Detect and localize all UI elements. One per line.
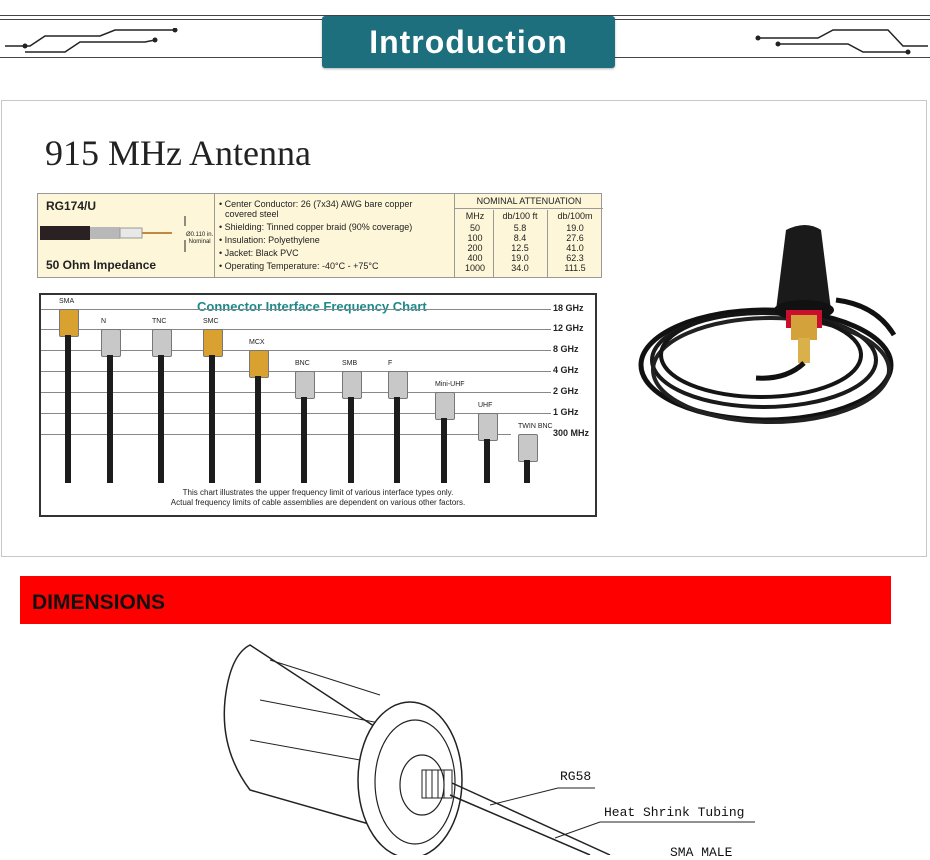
connector-label: SMB: [342, 360, 358, 367]
connector-label: N: [101, 318, 107, 325]
product-title: 915 MHz Antenna: [45, 133, 311, 173]
spec-item: • Shielding: Tinned copper braid (90% co…: [219, 222, 413, 232]
connector-label: MCX: [249, 339, 265, 346]
connector-head: [152, 329, 172, 357]
connector-head: [388, 371, 408, 399]
cable-type: RG174/U: [46, 199, 97, 213]
attenuation-heading: NOMINAL ATTENUATION: [455, 196, 603, 209]
frequency-line: [41, 350, 551, 351]
frequency-line: [41, 329, 551, 330]
introduction-banner: Introduction: [322, 16, 615, 68]
connector-cable: [524, 460, 530, 483]
connector-head: [342, 371, 362, 399]
connector-label: UHF: [478, 402, 493, 409]
connector-head: [203, 329, 223, 357]
frequency-label: 300 MHz: [553, 428, 590, 438]
connector-label: TWIN BNC: [518, 423, 553, 430]
connector-cable: [65, 335, 71, 483]
connector-head: [478, 413, 498, 441]
header-top-line: [0, 15, 930, 16]
connector-cable: [484, 439, 490, 483]
spec-item: • Operating Temperature: -40°C - +75°C: [219, 261, 379, 271]
spec-item: • Insulation: Polyethylene: [219, 235, 320, 245]
connector-label: F: [388, 360, 393, 367]
spec-item: • Jacket: Black PVC: [219, 248, 299, 258]
callout-rg58: RG58: [560, 769, 592, 784]
connector-head: [101, 329, 121, 357]
callout-sma-male: SMA MALE: [670, 845, 733, 860]
chart-note: This chart illustrates the upper frequen…: [170, 488, 466, 507]
frequency-label: 18 GHz: [553, 303, 584, 313]
frequency-label: 8 GHz: [553, 344, 579, 354]
cable-diameter-nominal: Nominal: [188, 239, 211, 245]
connector-cable: [107, 355, 113, 483]
dimensions-bar: [20, 576, 891, 624]
chart-title: Connector Interface Frequency Chart: [197, 299, 427, 314]
circuit-decoration-right: [755, 29, 928, 55]
connector-frequency-chart: Connector Interface Frequency Chart 18 G…: [39, 293, 597, 517]
spec-item: covered steel: [225, 209, 279, 219]
frequency-line: [41, 309, 551, 310]
connector-head: [295, 371, 315, 399]
frequency-label: 2 GHz: [553, 386, 579, 396]
connector-cable: [394, 397, 400, 483]
circuit-decoration-left: [5, 28, 178, 53]
connector-label: SMC: [203, 318, 219, 325]
connector-cable: [209, 355, 215, 483]
connector-cable: [348, 397, 354, 483]
connector-head: [249, 350, 269, 378]
connector-head: [518, 434, 538, 462]
connector-cable: [255, 376, 261, 483]
connector-label: BNC: [295, 360, 310, 367]
frequency-label: 12 GHz: [553, 323, 584, 333]
dimension-drawing: [223, 644, 755, 855]
connector-label: SMA: [59, 298, 75, 305]
spec-item: • Center Conductor: 26 (7x34) AWG bare c…: [219, 199, 413, 209]
cable-diameter: Ø0.110 in.: [186, 232, 214, 238]
connector-head: [435, 392, 455, 420]
cable-illustration: [40, 216, 186, 252]
frequency-line: [41, 413, 551, 414]
connector-cable: [301, 397, 307, 483]
callout-heat-shrink: Heat Shrink Tubing: [604, 805, 745, 820]
cable-impedance: 50 Ohm Impedance: [46, 258, 157, 272]
antenna-photo: [638, 225, 897, 424]
connector-head: [59, 309, 79, 337]
connector-label: TNC: [152, 318, 167, 325]
cable-spec-box: RG174/U Ø0.110 in. Nominal 50 Ohm Impeda…: [37, 193, 603, 278]
frequency-line: [41, 434, 511, 435]
connector-label: Mini-UHF: [435, 381, 465, 388]
frequency-label: 1 GHz: [553, 407, 579, 417]
dimensions-title: DIMENSIONS: [32, 591, 166, 614]
connector-cable: [441, 418, 447, 483]
connector-cable: [158, 355, 164, 483]
frequency-label: 4 GHz: [553, 365, 579, 375]
